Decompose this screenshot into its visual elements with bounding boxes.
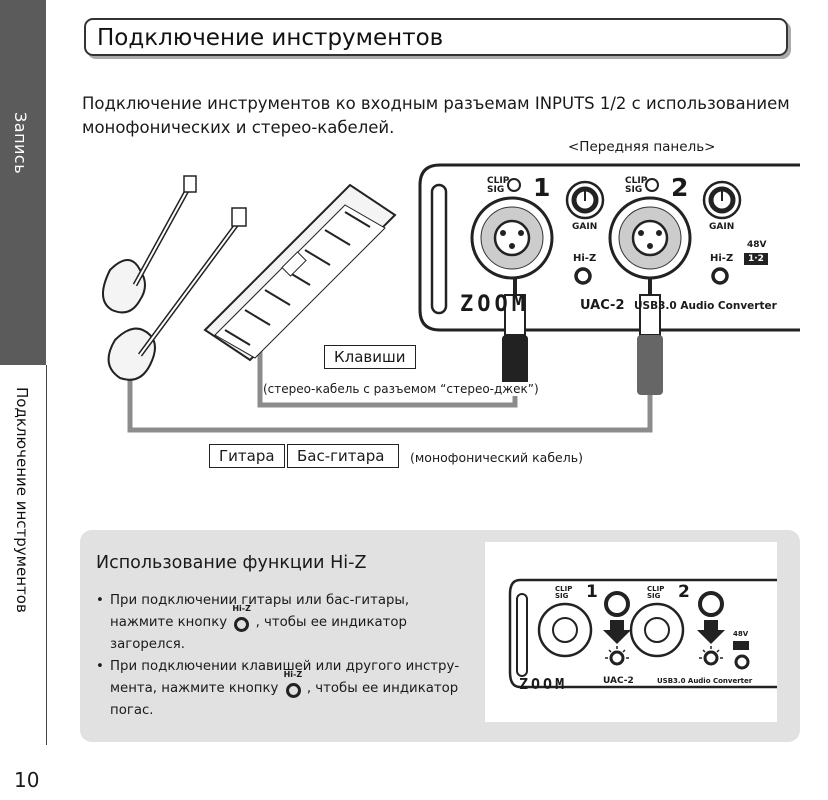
front-panel-label: <Передняя панель> [568,139,716,155]
phantom-select-label: 1·2 [748,254,764,264]
connection-diagram [102,163,800,433]
channel-1-number: 1 [533,173,551,202]
inset-channel-2: 2 [678,582,690,602]
device-front-panel [418,163,800,332]
bass-guitar-label: Бас-гитара [287,444,399,468]
chapter-tab-label: Подключение инструментов [13,387,31,613]
phantom-48v-label: 48V [747,240,767,250]
inset-48v-label: 48V [733,630,749,638]
bass-guitar-illustration [107,207,247,381]
section-tab-label: Запись [11,112,30,175]
gain-label-1: GAIN [572,222,598,232]
guitar-illustration [102,175,197,314]
inset-model-label: UAC-2 [603,676,634,686]
guitar-label: Гитара [209,444,285,468]
intro-text: Подключение инструментов ко входным разъ… [82,94,790,137]
page-number: 10 [14,768,40,792]
hiz-label-1: Hi-Z [573,253,597,264]
section-tab: Запись [0,0,46,365]
stereo-cable-note: (стерео-кабель с разъемом “стерео-джек”) [263,382,539,396]
hiz-bullet-on: При подключении гитары или бас-гитары, н… [96,590,466,656]
hiz-section-title: Использование функции Hi-Z [96,553,367,573]
brand-logo: ZOOM [460,292,529,317]
hiz-inset-drawing [508,578,777,689]
page-title-box: Подключение инструментов [84,18,788,56]
inset-brand-logo: ZOOM [519,675,568,693]
hiz-button-icon: Hi-Z [283,671,303,698]
keyboard-illustration [203,183,397,362]
jack-plug-mono [637,278,663,395]
hiz-label-2: Hi-Z [710,253,734,264]
page-title: Подключение инструментов [97,25,444,51]
gain-label-2: GAIN [709,222,735,232]
keys-label: Клавиши [324,345,416,369]
inset-description: USB3.0 Audio Converter [657,677,753,685]
device-description: USB3.0 Audio Converter [634,300,777,312]
inset-channel-1: 1 [586,582,598,602]
chapter-tab: Подключение инструментов [0,365,47,745]
cables [127,330,653,433]
hiz-instructions: При подключении гитары или бас-гитары, н… [96,590,466,722]
channel-2-number: 2 [671,173,689,202]
hiz-bullet-off: При подключении клавишей или другого инс… [96,656,466,722]
jack-plug-stereo [502,278,528,395]
hiz-button-icon: Hi-Z [231,605,251,632]
mono-cable-note: (монофонический кабель) [410,450,583,465]
model-label: UAC-2 [580,298,625,313]
